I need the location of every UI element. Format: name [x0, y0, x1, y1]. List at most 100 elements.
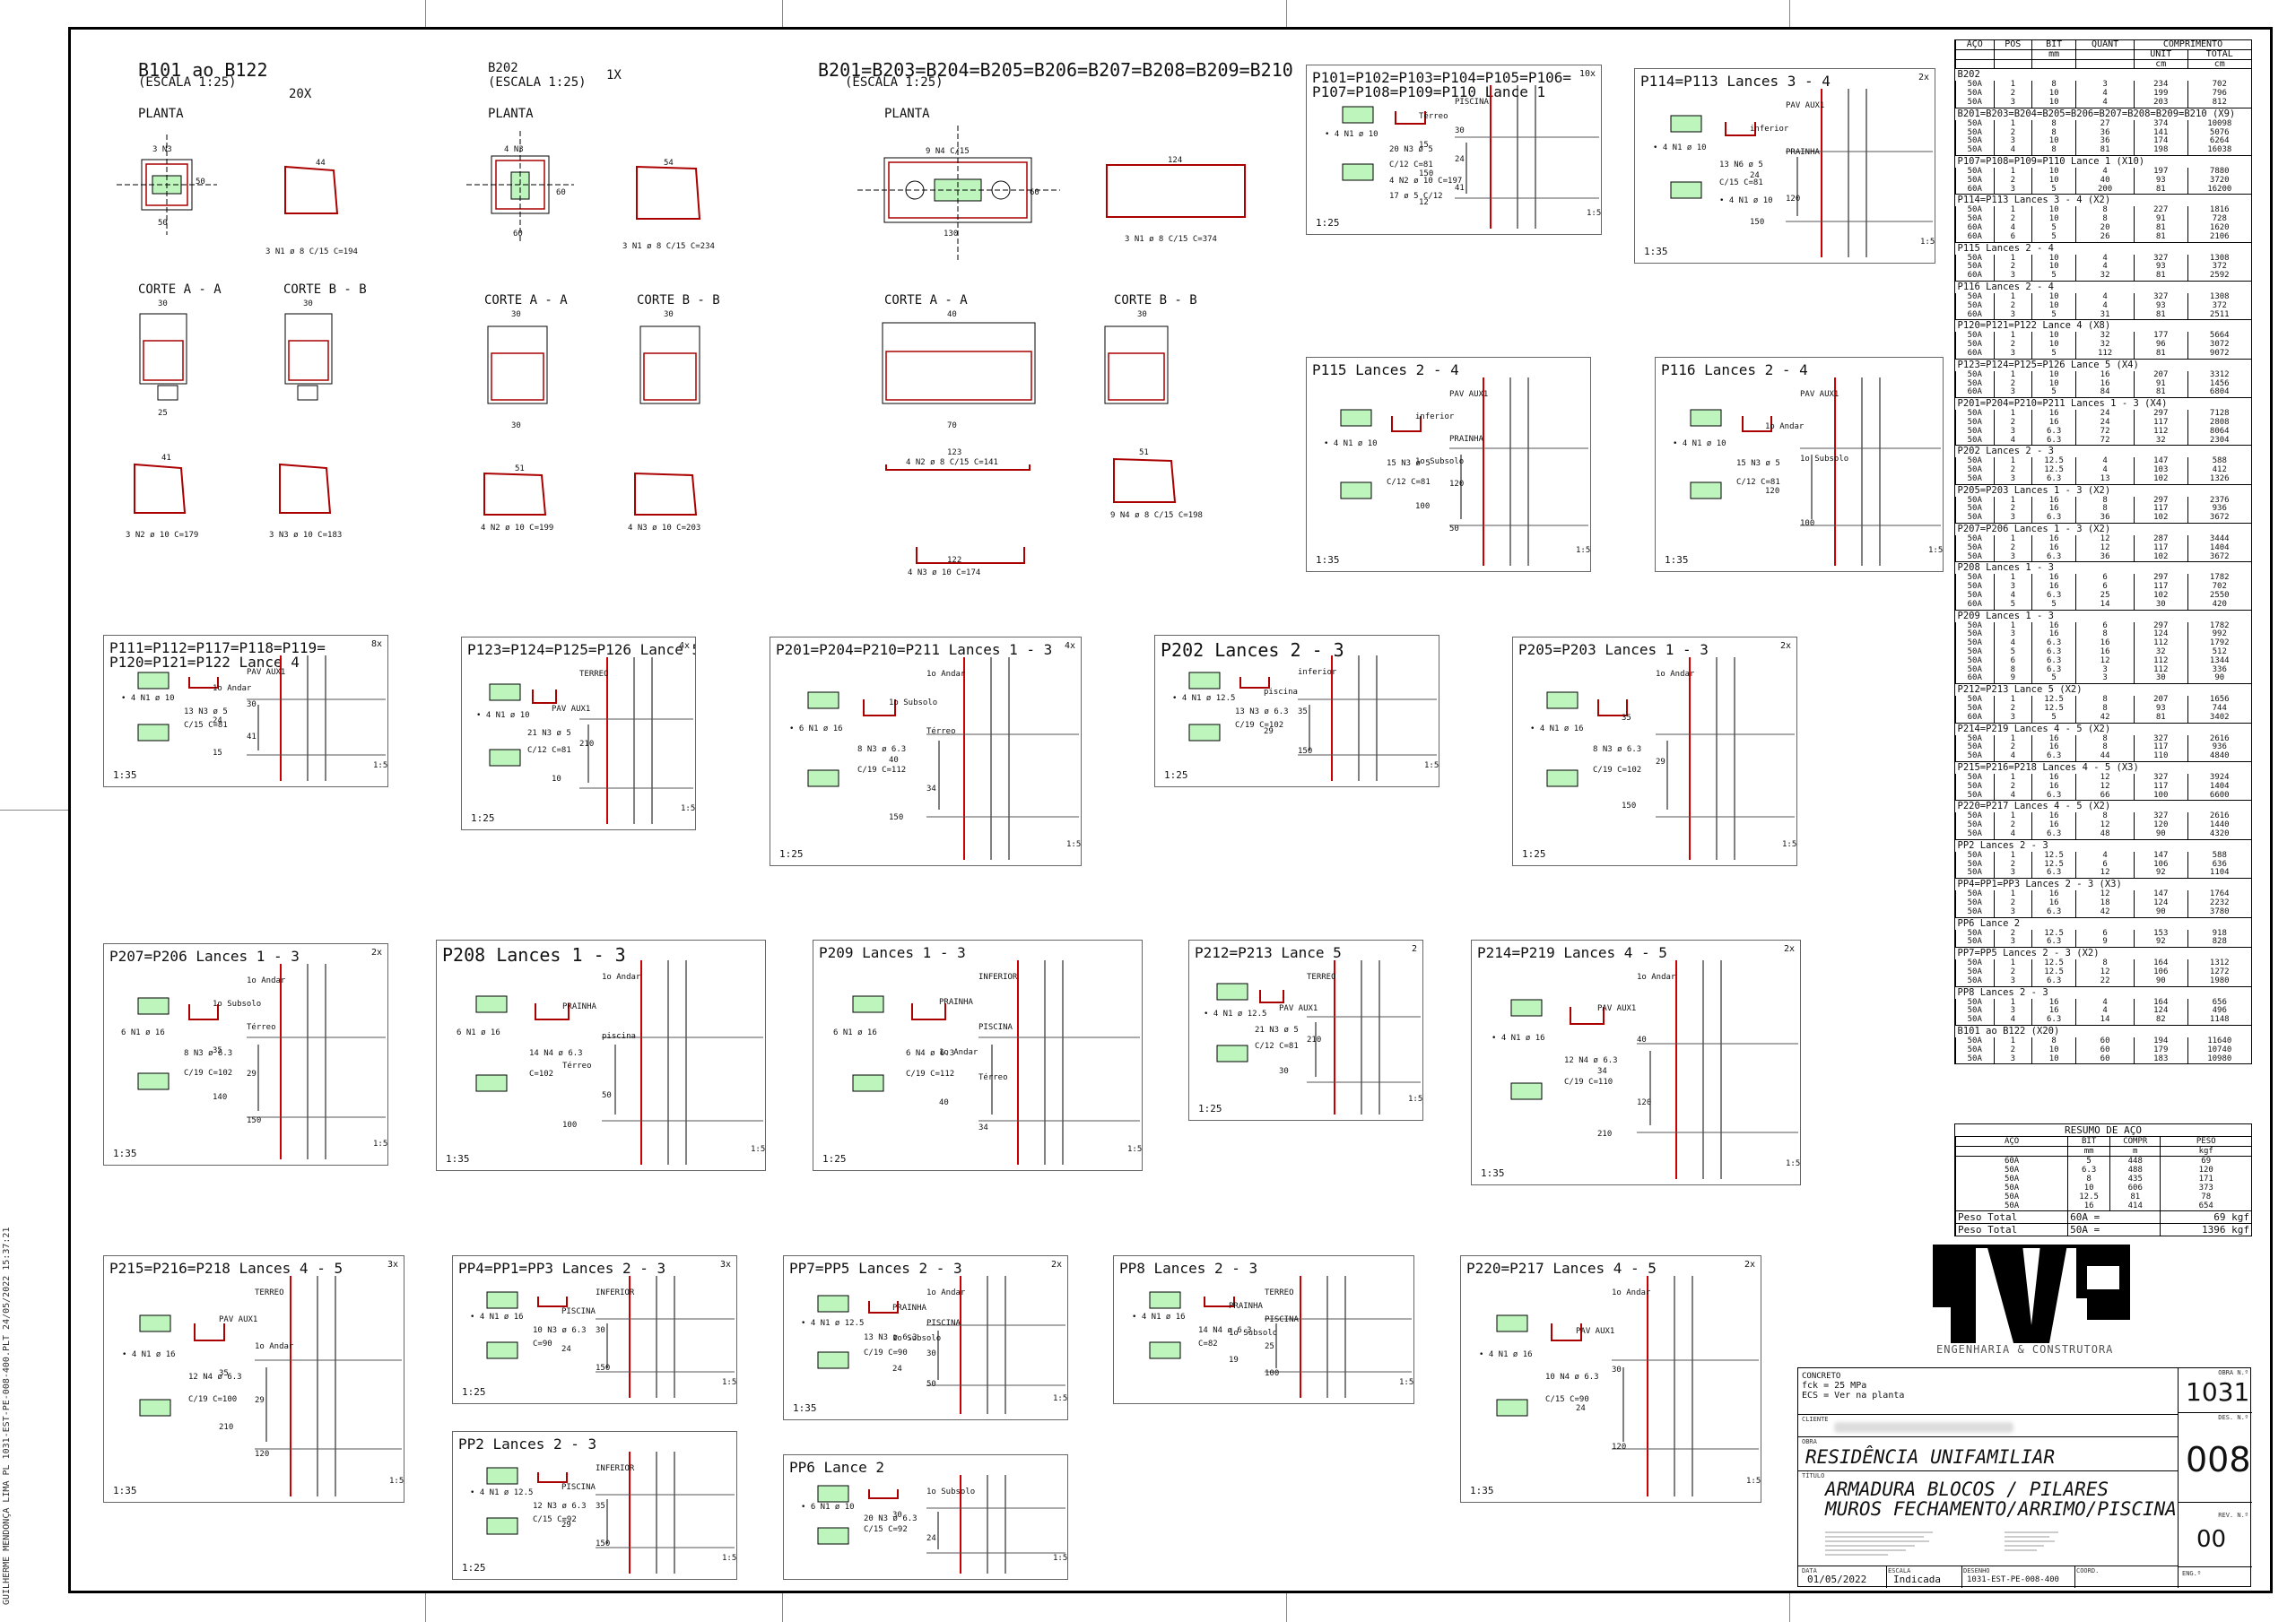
table-cell: 50A [1955, 98, 1995, 108]
table-cell: 69 [2160, 1156, 2251, 1166]
table-cell: 10 [2031, 206, 2076, 216]
steel-group-name: P202 Lances 2 - 3 [1955, 445, 2251, 458]
table-cell: 2 [1993, 379, 2032, 389]
panel-label: 29 [1264, 727, 1274, 736]
table-cell: 8 [2075, 695, 2135, 706]
table-cell: 112 [2133, 427, 2188, 437]
table-cell: 488 [2109, 1166, 2161, 1175]
table-cell: 6600 [2187, 791, 2251, 801]
table-cell: 1 [1993, 574, 2032, 584]
table-cell: 1456 [2187, 379, 2251, 389]
table-cell: 3444 [2187, 534, 2251, 544]
table-cell: 141 [2133, 128, 2188, 138]
corte-b-label: CORTE B - B [637, 293, 720, 308]
table-cell: 8 [2075, 958, 2135, 968]
table-cell: 3 [1993, 349, 2032, 360]
table-cell: 6.3 [2031, 791, 2076, 801]
panel-label: Térreo [926, 727, 956, 736]
table-cell: 50A [1955, 791, 1995, 801]
fck-value: fck = 25 MPa [1802, 1381, 1867, 1391]
table-cell: 10 [2031, 137, 2076, 147]
table-cell: 8 [2075, 505, 2135, 515]
table-cell: 8 [2075, 812, 2135, 822]
dim-label: 4 N3 [504, 145, 524, 154]
table-cell: 4 [2075, 167, 2135, 177]
table-cell: 10 [2031, 301, 2076, 311]
summary-col-aco: AÇO [1954, 1137, 2068, 1147]
col-unit-cm: cm [2133, 59, 2188, 70]
table-cell: 12.5 [2031, 704, 2076, 714]
block-multiplier: 20X [289, 87, 312, 101]
panel-label: 24 [1750, 171, 1760, 180]
table-cell: 8 [1993, 665, 2032, 675]
table-cell: 8 [2031, 119, 2076, 129]
table-cell: 50A [1954, 1201, 2068, 1211]
table-cell: 50A [1955, 427, 1995, 437]
table-cell: 1312 [2187, 958, 2251, 968]
panel-label: INFERIOR [596, 1464, 635, 1473]
total-weight: 69 kgf [2160, 1210, 2251, 1224]
panel-scale: 1:35 [1665, 554, 1689, 566]
panel-label: 40 [889, 756, 899, 765]
table-cell: 6 [1993, 232, 2032, 243]
table-cell: 82 [2133, 1015, 2188, 1026]
table-cell: 3 [2075, 665, 2135, 675]
table-cell: 4 [1993, 145, 2032, 156]
table-cell: 50A [1955, 176, 1995, 186]
panel-note: C/12 C=81 [1736, 478, 1780, 487]
table-cell: 11640 [2187, 1037, 2251, 1046]
panel-label: 100 [1800, 519, 1815, 528]
table-cell: 1 [1993, 958, 2032, 968]
table-cell: 3 [1993, 98, 2032, 108]
panel-note: C/19 C=102 [1235, 721, 1284, 730]
table-cell: 2 [1993, 782, 2032, 792]
table-cell: 4 [1993, 751, 2032, 762]
table-cell: 744 [2187, 704, 2251, 714]
table-cell: 16 [2031, 409, 2076, 419]
panel-label: 30 [596, 1326, 605, 1335]
table-cell: 78 [2160, 1193, 2251, 1201]
table-cell: 50A [1955, 937, 1995, 948]
panel-label: 50 [926, 1380, 936, 1389]
panel-label: PAV AUX1 [1576, 1327, 1615, 1336]
panel-title: P111=P112=P117=P118=P119= [109, 639, 326, 656]
table-cell: 50A [1954, 1166, 2068, 1175]
table-cell: 91 [2133, 214, 2188, 224]
table-cell: 50A [1955, 638, 1995, 649]
table-cell: 812 [2187, 98, 2251, 108]
panel-note: 1:50 [1782, 840, 1797, 849]
table-cell: 50A [1955, 474, 1995, 485]
table-cell: 81 [2133, 271, 2188, 282]
table-cell: 2616 [2187, 812, 2251, 822]
panel-note: • 4 N1 ø 16 [1492, 1034, 1545, 1043]
table-cell: 2808 [2187, 418, 2251, 428]
table-cell: 4 [1993, 436, 2032, 446]
panel-elevation-drawing [807, 657, 1079, 860]
table-cell: 12.5 [2031, 967, 2076, 977]
table-cell: 81 [2133, 185, 2188, 195]
table-cell: 12.5 [2031, 851, 2076, 861]
steel-summary-table: RESUMO DE AÇO AÇO BIT COMPR PESO mm m kg… [1954, 1123, 2252, 1236]
steel-group-name: PP7=PP5 Lances 2 - 3 (X2) [1955, 947, 2251, 960]
table-cell: 16038 [2187, 145, 2251, 156]
panel-elevation-drawing [139, 1276, 402, 1496]
panel-elevation-drawing [1510, 960, 1798, 1179]
table-cell: 588 [2187, 851, 2251, 861]
table-cell: 12.5 [2031, 456, 2076, 467]
panel-note: 21 N3 ø 5 [1255, 1026, 1299, 1035]
table-cell: 6.3 [2031, 829, 2076, 840]
panel-elevation-drawing [817, 1475, 1065, 1574]
table-cell: 327 [2133, 292, 2188, 302]
table-cell: 12 [2075, 820, 2135, 830]
titulo-line-2: MUROS FECHAMENTO/ARRIMO/PISCINA [1825, 1498, 2177, 1520]
